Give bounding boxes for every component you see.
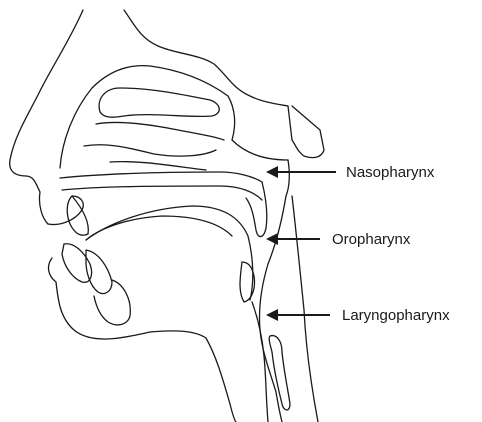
skull-upper-line <box>124 10 288 106</box>
tongue-under <box>86 216 232 240</box>
oropharynx-label: Oropharynx <box>332 231 411 248</box>
nasal-cavity <box>60 66 288 168</box>
nasopharynx-label: Nasopharynx <box>346 164 435 181</box>
nasopharynx-wall <box>286 160 289 196</box>
hard-palate-lower <box>62 186 262 200</box>
cervical-vertebra <box>269 336 290 410</box>
soft-palate <box>246 182 267 237</box>
hard-palate <box>60 172 262 182</box>
lower-lip-chin <box>49 258 150 339</box>
neck-back-line <box>292 196 318 422</box>
oropharynx-arrow <box>266 233 320 245</box>
sphenoid-region <box>288 106 324 158</box>
lower-tooth-front <box>62 244 92 283</box>
lower-tooth-back <box>86 250 112 294</box>
jaw-line <box>150 331 236 422</box>
face-profile <box>10 10 83 224</box>
laryngopharynx-label: Laryngopharynx <box>342 307 450 324</box>
superior-turbinate <box>99 88 219 117</box>
inferior-turbinate <box>84 145 216 156</box>
middle-turbinate <box>96 122 224 140</box>
pharynx-posterior-wall <box>259 196 286 422</box>
nasopharynx-arrow <box>266 166 336 178</box>
inferior-turbinate-curve <box>110 162 206 170</box>
upper-lip <box>48 196 83 224</box>
laryngopharynx-arrow <box>266 309 330 321</box>
lower-jaw-bone <box>94 280 130 325</box>
anatomy-drawing <box>10 10 324 422</box>
